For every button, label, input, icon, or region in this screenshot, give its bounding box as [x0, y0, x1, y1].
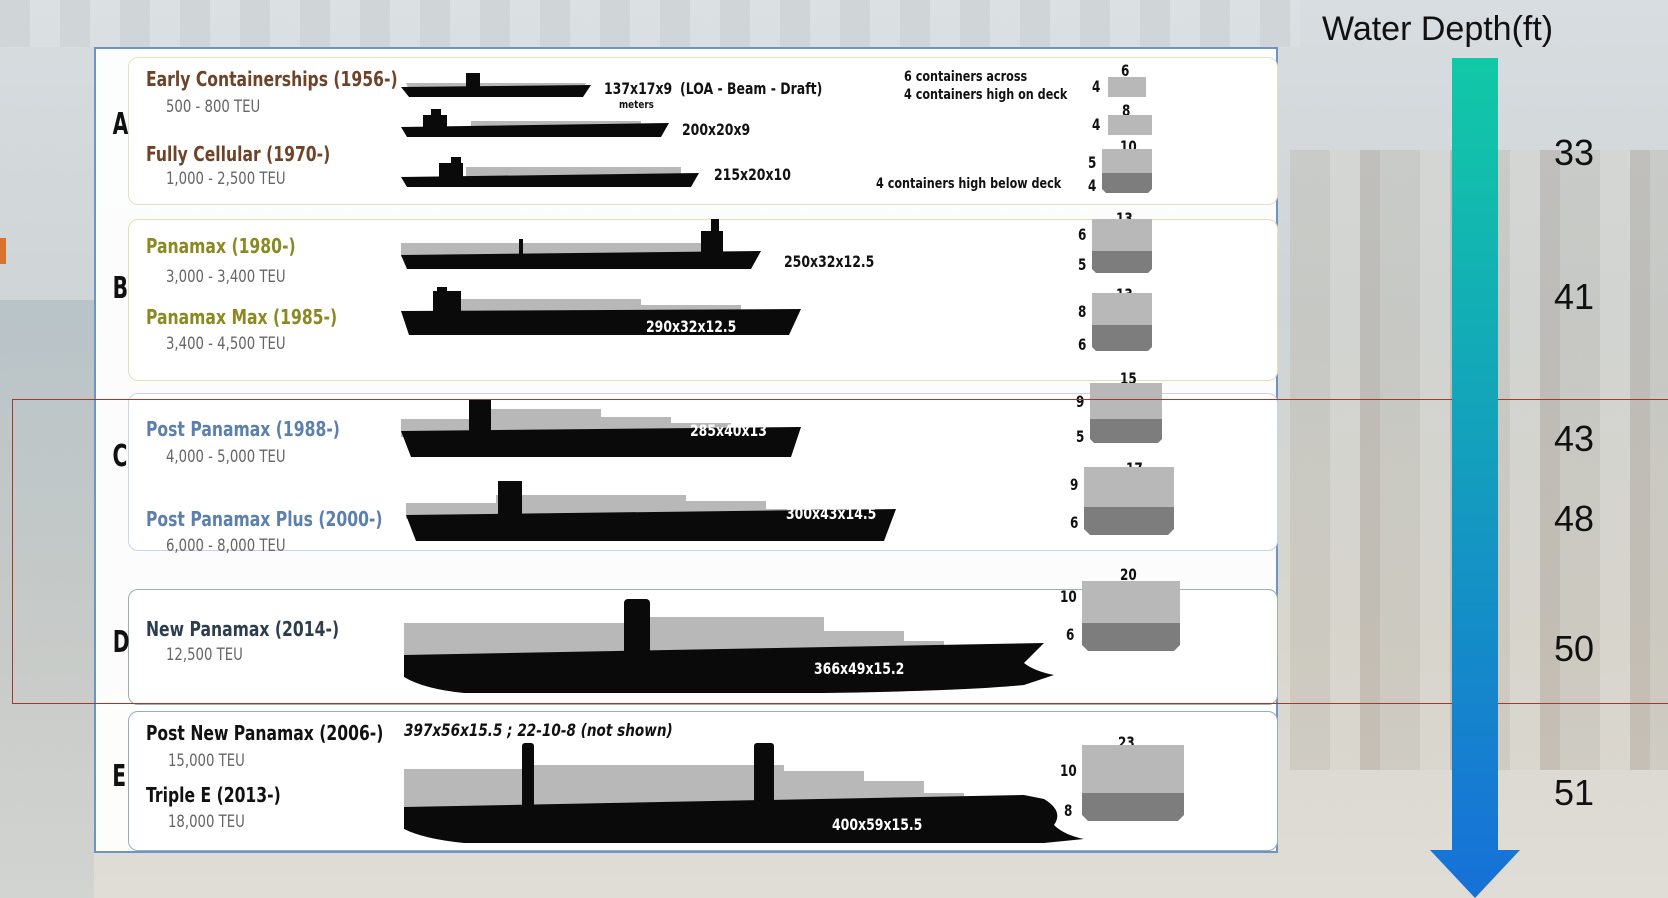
section-b1-deck: 6 [1078, 225, 1087, 244]
ship-name-post-panamax: Post Panamax (1988-) [146, 417, 340, 441]
group-c-letter: C [112, 439, 128, 474]
ship-silhouette-panamax-max [401, 287, 801, 335]
group-a [128, 57, 1278, 205]
dims-new-panamax: 366x49x15.2 [814, 659, 905, 678]
section-b2-deck: 8 [1078, 302, 1087, 321]
ship-silhouette-new-panamax [404, 599, 1054, 693]
ship-teu-early-containerships: 500 - 800 TEU [166, 97, 261, 117]
section-c1-below: 5 [1076, 427, 1085, 446]
ship-silhouette-early-containership [401, 73, 591, 97]
ship-silhouette-panamax [401, 219, 761, 269]
ship-name-post-new-panamax: Post New Panamax (2006-) [146, 721, 384, 745]
depth-value-48: 48 [1554, 498, 1595, 539]
group-b [128, 219, 1278, 381]
dims-panamax: 250x32x12.5 [784, 252, 875, 271]
ship-silhouette-triple-e [404, 743, 1084, 843]
section-a1-deck: 4 [1092, 77, 1101, 96]
ship-teu-post-panamax: 4,000 - 5,000 TEU [166, 447, 286, 467]
ship-name-new-panamax: New Panamax (2014-) [146, 617, 340, 641]
section-e-box [1082, 745, 1184, 821]
section-d-below: 6 [1066, 625, 1075, 644]
ship-teu-triple-e: 18,000 TEU [168, 812, 245, 832]
ship-name-panamax: Panamax (1980-) [146, 234, 296, 258]
section-a2-across: 8 [1122, 101, 1131, 120]
group-e-letter: E [112, 759, 127, 794]
dims-unit: meters [619, 98, 654, 111]
note-containers-high-deck: 4 containers high on deck [904, 87, 1068, 103]
section-a3-deck: 5 [1088, 153, 1097, 172]
section-b2-below: 6 [1078, 335, 1087, 354]
note-containers-across: 6 containers across [904, 69, 1028, 85]
ship-name-triple-e: Triple E (2013-) [146, 783, 281, 807]
ship-size-panel: A Early Containerships (1956-) 500 - 800… [94, 47, 1278, 853]
section-d-across: 20 [1120, 565, 1137, 584]
section-e-deck: 10 [1060, 761, 1077, 780]
ship-teu-new-panamax: 12,500 TEU [166, 645, 243, 665]
ship-name-post-panamax-plus: Post Panamax Plus (2000-) [146, 507, 383, 531]
section-a2-deck: 4 [1092, 115, 1101, 134]
ship-teu-panamax-max: 3,400 - 4,500 TEU [166, 334, 286, 354]
section-d-deck: 10 [1060, 587, 1077, 606]
ship-teu-panamax: 3,000 - 3,400 TEU [166, 267, 286, 287]
depth-title: Water Depth(ft) [1322, 10, 1554, 48]
section-c2-box [1084, 467, 1174, 535]
section-b2-box [1092, 293, 1152, 351]
dims-post-panamax: 285x40x13 [690, 421, 767, 440]
ship-name-early-containerships: Early Containerships (1956-) [146, 67, 398, 91]
ship-silhouette-fully-cellular-1 [401, 109, 669, 137]
dims-triple-e: 400x59x15.5 [832, 815, 923, 834]
dims-early-containership: 137x17x9 [604, 79, 673, 98]
group-b-letter: B [112, 271, 129, 306]
depth-value-41: 41 [1554, 276, 1595, 317]
note-containers-below-deck: 4 containers high below deck [876, 176, 1062, 192]
section-a1-box [1108, 77, 1146, 97]
dims-fully-cellular-1: 200x20x9 [682, 120, 751, 139]
section-c2-deck: 9 [1070, 475, 1079, 494]
dims-fully-cellular-2: 215x20x10 [714, 165, 791, 184]
depth-value-43: 43 [1554, 418, 1595, 459]
section-c1-box [1090, 383, 1162, 443]
depth-value-51: 51 [1554, 772, 1595, 813]
dims-post-panamax-plus: 300x43x14.5 [786, 504, 877, 523]
section-a1-across: 6 [1121, 61, 1130, 80]
orange-marker [0, 238, 6, 264]
section-a3-below: 4 [1088, 176, 1097, 195]
section-e-below: 8 [1064, 801, 1073, 820]
depth-value-33: 33 [1554, 132, 1595, 173]
ship-name-fully-cellular: Fully Cellular (1970-) [146, 142, 331, 166]
section-c1-deck: 9 [1076, 392, 1085, 411]
depth-arrow [1430, 58, 1520, 898]
ship-teu-post-new-panamax: 15,000 TEU [168, 751, 245, 771]
ship-teu-fully-cellular: 1,000 - 2,500 TEU [166, 169, 286, 189]
ship-teu-post-panamax-plus: 6,000 - 8,000 TEU [166, 536, 286, 556]
depth-value-50: 50 [1554, 628, 1595, 669]
highlight-frame [12, 399, 1668, 704]
section-a2-box [1108, 115, 1152, 135]
ship-silhouette-post-panamax-plus [406, 481, 896, 541]
dims-panamax-max: 290x32x12.5 [646, 317, 737, 336]
section-d-box [1082, 581, 1180, 651]
note-not-shown: 397x56x15.5 ; 22-10-8 (not shown) [404, 721, 673, 741]
ship-name-panamax-max: Panamax Max (1985-) [146, 305, 338, 329]
ship-silhouette-post-panamax [401, 399, 801, 457]
section-b1-below: 5 [1078, 255, 1087, 274]
section-b1-box [1092, 219, 1152, 273]
section-c2-below: 6 [1070, 513, 1079, 532]
ship-silhouette-fully-cellular-2 [401, 157, 699, 187]
group-d-letter: D [112, 625, 130, 660]
background-silos [0, 0, 1300, 47]
section-a3-box [1102, 149, 1152, 193]
group-a-letter: A [112, 107, 129, 142]
dims-note: (LOA - Beam - Draft) [680, 79, 823, 98]
